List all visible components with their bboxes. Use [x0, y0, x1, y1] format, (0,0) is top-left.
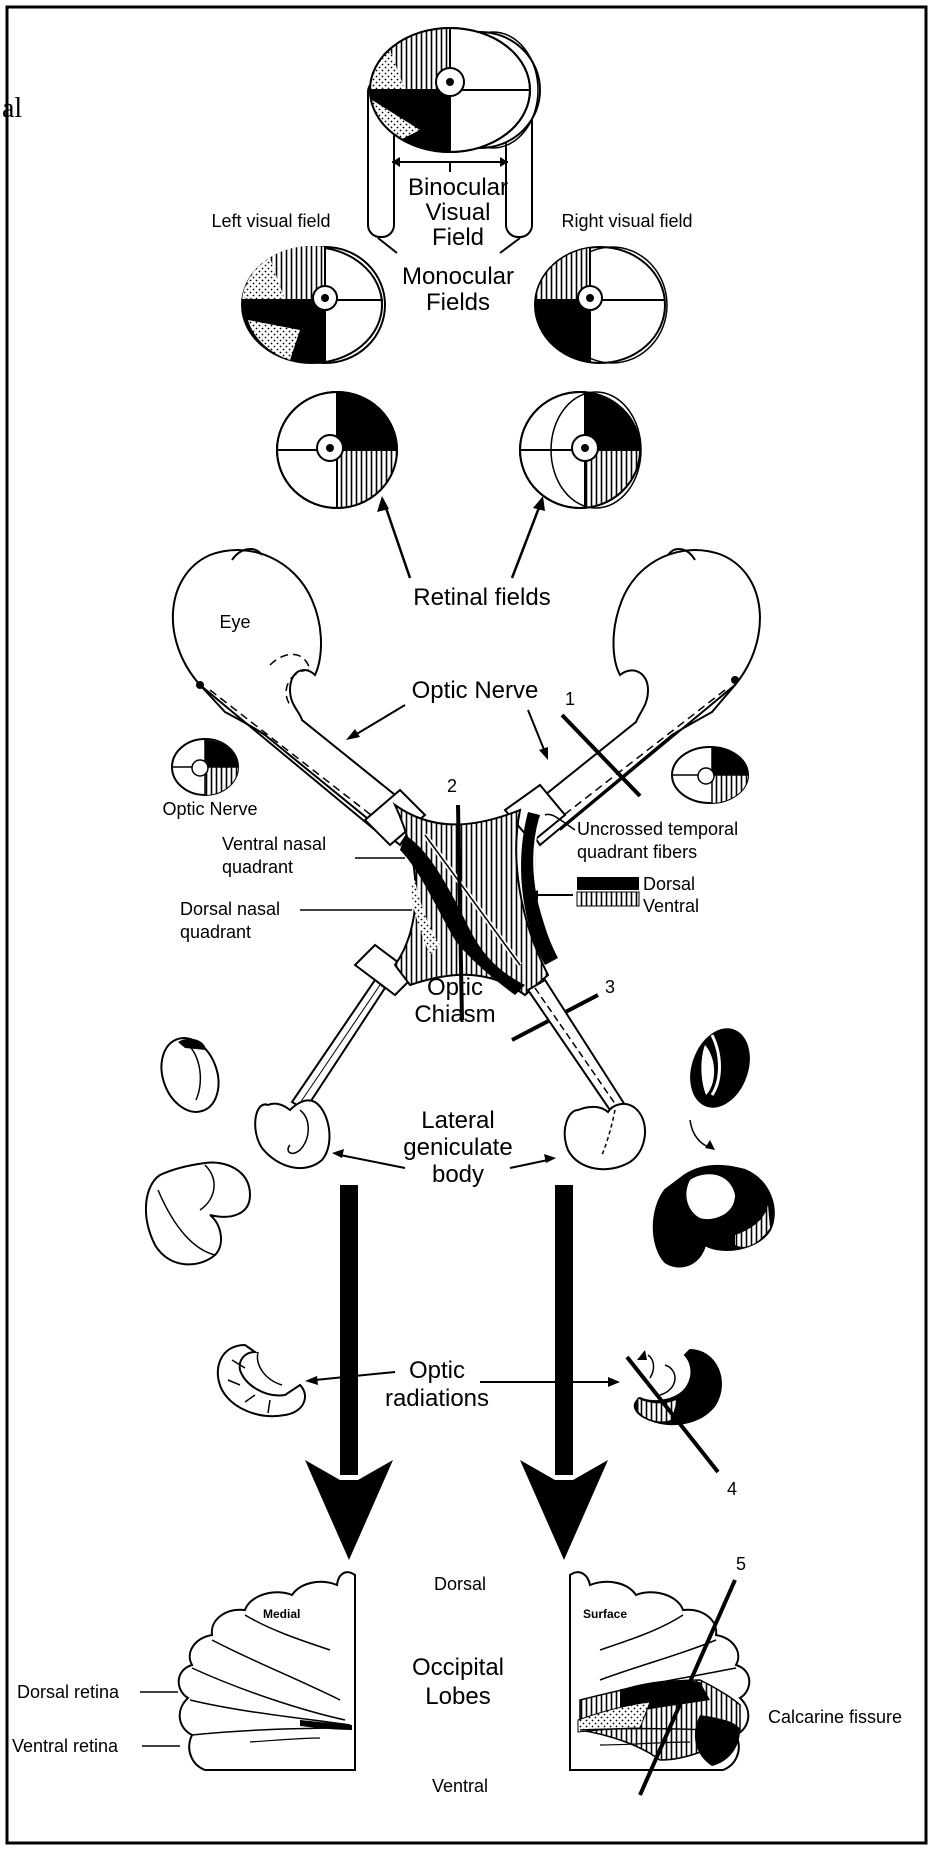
lobes-dorsal-label: Dorsal	[434, 1574, 486, 1594]
right-radiation-sketch	[635, 1350, 721, 1424]
lesion-4-number: 4	[727, 1479, 737, 1499]
binocular-label-line2: Visual	[426, 199, 491, 226]
retinal-fields-label: Retinal fields	[413, 584, 550, 611]
left-monocular-field	[242, 246, 385, 363]
corner-fragment-text: al	[2, 93, 22, 124]
lobes-title-line1: Occipital	[412, 1654, 504, 1681]
legend-ventral: Ventral	[643, 896, 699, 916]
radiations-label-line1: Optic	[409, 1357, 465, 1384]
radiations-label-line2: radiations	[385, 1385, 489, 1412]
right-side-sketches	[654, 1021, 774, 1266]
lesion-2-number: 2	[447, 776, 457, 796]
uncrossed-label-line2: quadrant fibers	[577, 842, 697, 862]
optic-nerve-small-label: Optic Nerve	[162, 799, 257, 819]
surface-label: Surface	[583, 1607, 627, 1621]
dorsal-retina-label: Dorsal retina	[17, 1682, 120, 1702]
uncrossed-label-line1: Uncrossed temporal	[577, 819, 738, 839]
chiasm-label-line2: Chiasm	[414, 1001, 495, 1028]
eye-label: Eye	[219, 612, 250, 632]
lesion-1-number: 1	[565, 689, 575, 709]
lobes-ventral-label: Ventral	[432, 1776, 488, 1796]
right-retinal-field	[520, 392, 641, 508]
dorsal-ventral-legend	[528, 877, 639, 906]
lobes-title-line2: Lobes	[425, 1683, 490, 1710]
lateral-geniculate-left	[255, 1100, 329, 1168]
left-radiation-sketch	[218, 1345, 305, 1416]
right-monocular-field	[535, 247, 667, 363]
left-occipital-lobe	[179, 1572, 355, 1770]
legend-dorsal: Dorsal	[643, 874, 695, 894]
dorsal-nasal-label-line2: quadrant	[180, 922, 251, 942]
left-side-sketches	[146, 1030, 250, 1264]
lesion-5-number: 5	[736, 1554, 746, 1574]
lgb-label-line3: body	[432, 1161, 484, 1188]
optic-nerve-label: Optic Nerve	[412, 677, 539, 704]
ventral-nasal-label-line2: quadrant	[222, 857, 293, 877]
calcarine-fissure-label: Calcarine fissure	[768, 1707, 902, 1727]
lesion-3-number: 3	[605, 977, 615, 997]
lgb-label-line2: geniculate	[403, 1134, 512, 1161]
dorsal-nasal-label-line1: Dorsal nasal	[180, 899, 280, 919]
right-occipital-lobe	[570, 1572, 749, 1770]
binocular-label-line3: Field	[432, 224, 484, 251]
chiasm-label-line1: Optic	[427, 974, 483, 1001]
ventral-retina-label: Ventral retina	[12, 1736, 119, 1756]
left-visual-field-label: Left visual field	[211, 211, 330, 231]
retinal-field-arrows	[377, 496, 545, 578]
lgb-label-line1: Lateral	[421, 1107, 494, 1134]
medial-label: Medial	[263, 1607, 300, 1621]
optic-nerve-cross-section-right	[672, 747, 748, 803]
ventral-nasal-label-line1: Ventral nasal	[222, 834, 326, 854]
binocular-label-line1: Binocular	[408, 174, 508, 201]
monocular-label-line2: Fields	[426, 289, 490, 316]
left-retinal-field	[277, 392, 397, 508]
right-visual-field-label: Right visual field	[561, 211, 692, 231]
optic-nerve-cross-section-left	[172, 739, 238, 795]
optic-nerve-arrows	[346, 705, 548, 760]
monocular-label-line1: Monocular	[402, 263, 514, 290]
lateral-geniculate-right	[565, 1104, 645, 1169]
